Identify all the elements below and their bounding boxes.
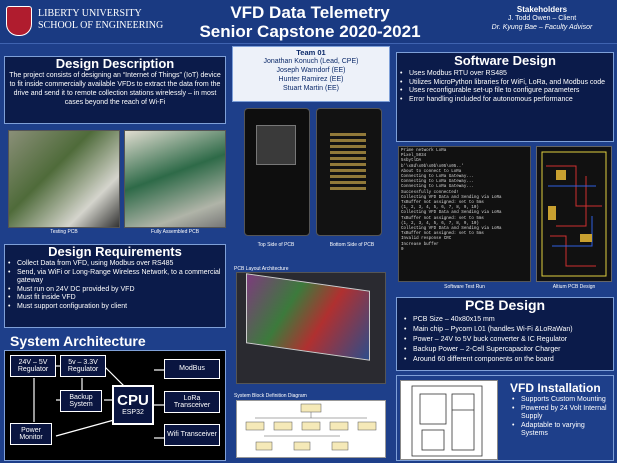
system-block-diagram-lines <box>245 403 377 451</box>
power-monitor-block: Power Monitor <box>10 423 52 445</box>
team-member: Stuart Martin (EE) <box>282 85 339 92</box>
pcb-item: Backup Power – 2-Cell Supercapacitor Cha… <box>404 345 612 355</box>
terminal-line: Pixel_5034 <box>401 154 427 159</box>
caption-system-block: System Block Definition Diagram <box>234 393 307 399</box>
pcb-bottom-side-image <box>316 108 382 236</box>
caption-pcb-top: Top Side of PCB <box>257 242 295 248</box>
terminal-line: TxBuffer not assigned: set to 5ms <box>401 232 484 237</box>
design-description-panel <box>4 56 226 124</box>
terminal-line: b'\x8d\x0b\x0b\x05\x05..' <box>401 164 464 169</box>
caption-pcb-bottom: Bottom Side of PCB <box>329 242 375 248</box>
vfd-installation-title: VFD Installation <box>510 381 601 395</box>
caption-software-test: Software Test Run <box>444 284 485 290</box>
software-item: Uses Modbus RTU over RS485 <box>400 70 610 79</box>
terminal-line: Invalid response CRC <box>401 237 452 242</box>
stakeholders-title: Stakeholders <box>516 5 568 14</box>
terminal-line: Collecting VFD Data and Sending via LoRa <box>401 195 502 200</box>
pcb-top-chip <box>256 125 296 165</box>
caption-pcb-layout: PCB Layout Architecture <box>234 266 289 272</box>
testing-pcb-photo <box>8 130 120 228</box>
requirement-item: Send, via WiFi or Long-Range Wireless Ne… <box>8 269 224 286</box>
stakeholders: Stakeholders J. Todd Owen – Client Dr. K… <box>470 5 614 32</box>
requirement-item: Must support configuration by client <box>8 303 224 312</box>
cpu-block: CPU ESP32 <box>112 385 154 425</box>
team-member: Jonathan Konuch (Lead, CPE) <box>263 58 359 65</box>
design-requirements-title: Design Requirements <box>48 244 182 259</box>
design-description-body: The project consists of designing an “In… <box>9 72 221 106</box>
modbus-block: ModBus <box>164 359 220 379</box>
requirement-item: Collect Data from VFD, using Modbus over… <box>8 260 224 269</box>
terminal-line: (1, 2, 3, 4, 5, 6, 7, 8, 9, 10) <box>401 221 479 226</box>
university-name: LIBERTY UNIVERSITY SCHOOL OF ENGINEERING <box>38 8 188 32</box>
terminal-line: 0 <box>401 247 404 252</box>
system-architecture-title: System Architecture <box>10 333 146 349</box>
design-requirements-list: Collect Data from VFD, using Modbus over… <box>8 260 224 311</box>
software-item: Error handling included for autonomous p… <box>400 96 610 105</box>
terminal-line: Collecting VFD Data and Sending via LoRa <box>401 227 502 232</box>
software-design-list: Uses Modbus RTU over RS485 Utilizes Micr… <box>400 70 610 104</box>
software-item: Uses reconfigurable set-up file to confi… <box>400 87 610 96</box>
terminal-line: Connecting to LoRa Gateway... <box>401 185 474 190</box>
regulator-24v-block: 24V – 5V Regulator <box>10 355 56 377</box>
terminal-line: TxBuffer not assigned: set to 5ms <box>401 216 484 221</box>
cpu-label: CPU <box>117 392 149 410</box>
vfd-item: Adaptable to varying Systems <box>512 422 612 439</box>
terminal-line: Connecting to LoRa Gateway... <box>401 175 474 180</box>
design-description-title: Design Description <box>55 56 175 71</box>
university-seal <box>6 6 32 36</box>
terminal-line: Prime network LoRa <box>401 149 447 153</box>
terminal-line: 5sbytlDA <box>401 159 422 164</box>
terminal-line: Connecting to LoRa Gateway... <box>401 180 474 185</box>
team-info: Team 01 Jonathan Konuch (Lead, CPE) Jose… <box>232 48 390 93</box>
wifi-block: Wifi Transceiver <box>164 424 220 446</box>
university-line1: LIBERTY UNIVERSITY <box>38 8 142 19</box>
vfd-item: Powered by 24 Volt Internal Supply <box>512 405 612 422</box>
pcb-bottom-pads <box>330 130 366 190</box>
team-member: Joseph Warndorf (EE) <box>276 67 346 74</box>
poster-subtitle: Senior Capstone 2020-2021 <box>199 22 421 41</box>
regulator-5v-block: 5v – 3.3V Regulator <box>60 355 106 377</box>
software-design-title: Software Design <box>454 53 556 68</box>
assembled-pcb-photo <box>124 130 226 228</box>
terminal-line: Increase buffer <box>401 242 439 247</box>
caption-assembled-pcb: Fully Assembled PCB <box>150 229 200 235</box>
terminal-line: Successfully connected! <box>401 190 459 195</box>
stakeholder-1: J. Todd Owen – Client <box>507 15 577 22</box>
terminal-line: (1, 2, 3, 4, 5, 6, 7, 8, 9, 10) <box>401 206 479 211</box>
pcb-item: Around 60 different components on the bo… <box>404 355 612 365</box>
team-member: Hunter Ramirez (EE) <box>278 76 344 83</box>
team-title: Team 01 <box>296 48 326 57</box>
header-bar <box>0 0 617 44</box>
terminal-line: About to connect to LoRa <box>401 169 462 174</box>
pcb-item: PCB Size – 40x80x15 mm <box>404 315 612 325</box>
team-panel <box>232 46 390 102</box>
cpu-sub-label: ESP32 <box>122 409 144 417</box>
university-line2: SCHOOL OF ENGINEERING <box>38 20 164 31</box>
stakeholder-2: Dr. Kyung Bae – Faculty Advisor <box>491 24 593 31</box>
vfd-installation-list: Supports Custom Mounting Powered by 24 V… <box>512 396 612 439</box>
pcb-design-title: PCB Design <box>464 297 546 313</box>
pcb-item: Main chip – Pycom L01 (handles Wi-Fi &Lo… <box>404 325 612 335</box>
caption-altium-pcb: Altium PCB Design <box>552 284 596 290</box>
software-item: Utilizes MicroPython libraries for WiFi,… <box>400 79 610 88</box>
vfd-installation-drawing <box>411 385 483 457</box>
altium-pcb-traces <box>541 151 607 277</box>
poster-title: VFD Data Telemetry <box>230 3 390 22</box>
requirement-item: Must fit inside VFD <box>8 294 224 303</box>
lora-block: LoRa Transceiver <box>164 391 220 413</box>
vfd-item: Supports Custom Mounting <box>512 396 612 405</box>
terminal-line: TxBuffer not assigned: set to 5ms <box>401 201 484 206</box>
requirement-item: Must run on 24V DC provided by VFD <box>8 286 224 295</box>
caption-testing-pcb: Testing PCB <box>50 229 78 235</box>
terminal-line: Collecting VFD Data and Sending via LoRa <box>401 211 502 216</box>
backup-system-block: Backup System <box>60 390 102 412</box>
pcb-design-list: PCB Size – 40x80x15 mm Main chip – Pycom… <box>404 315 612 365</box>
pcb-item: Power – 24V to 5V buck converter & IC Re… <box>404 335 612 345</box>
